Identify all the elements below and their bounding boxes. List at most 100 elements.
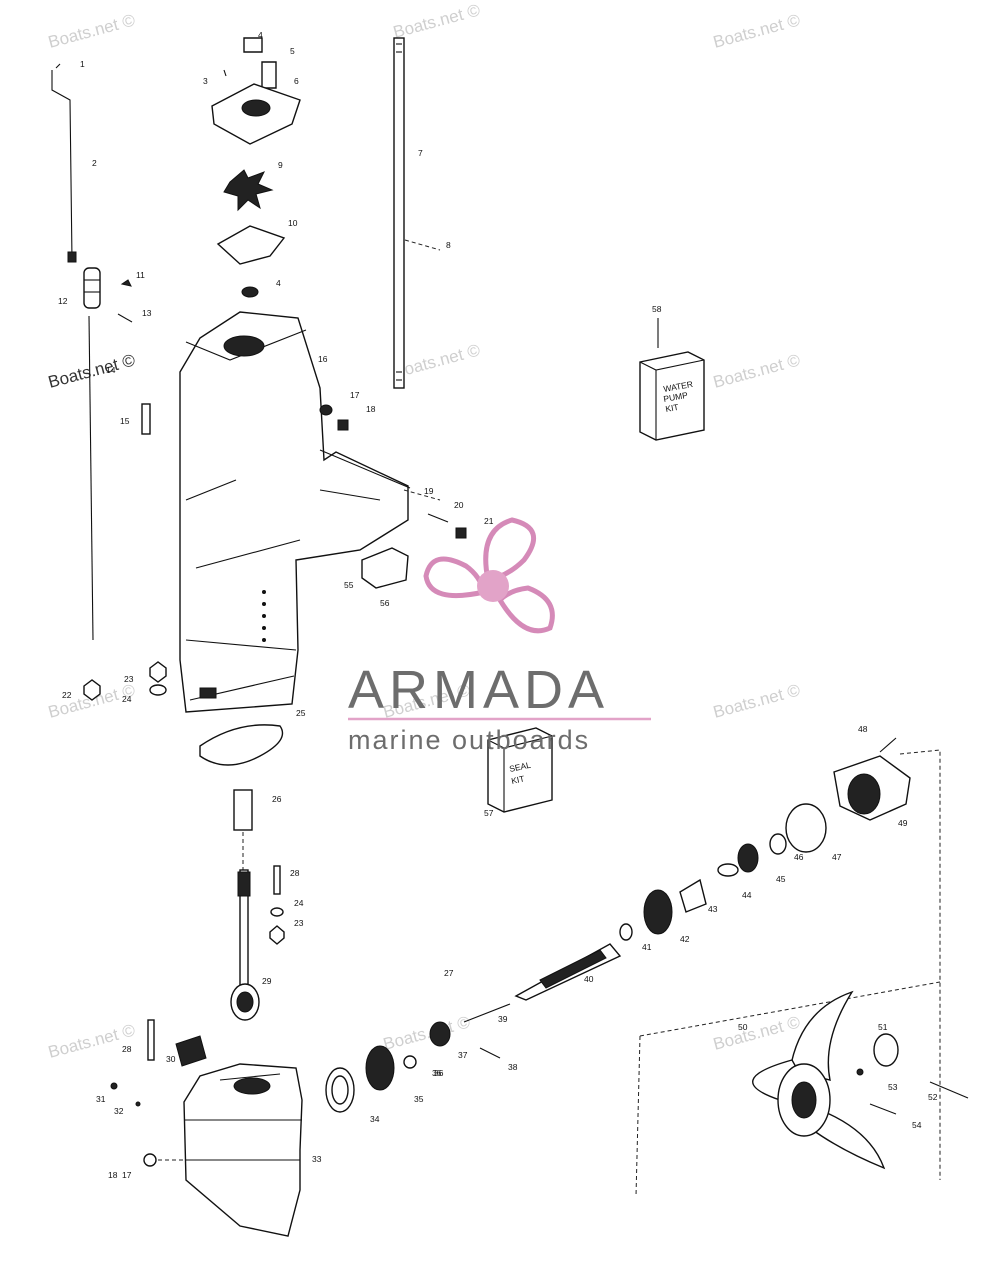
callout: 10 (288, 218, 298, 228)
callout: 23 (294, 918, 304, 928)
callout: 30 (166, 1054, 176, 1064)
callout: 49 (898, 818, 908, 828)
shift-coupler (83, 267, 133, 323)
callout: 56 (380, 598, 390, 608)
callout: 38 (508, 1062, 518, 1072)
callout: 18 (108, 1170, 118, 1180)
watermark: Boats.net © (711, 10, 802, 52)
callout: 43 (708, 904, 718, 914)
callout: 28 (122, 1044, 132, 1054)
callout: 57 (484, 808, 494, 818)
drive-shaft (230, 789, 285, 1021)
callout: 22 (62, 690, 72, 700)
callout: 24 (294, 898, 304, 908)
water-pump-stack (211, 37, 301, 298)
callout: 2 (92, 158, 97, 168)
callout: 23 (124, 674, 134, 684)
callout: 46 (794, 852, 804, 862)
callout: 40 (584, 974, 594, 984)
callout: 16 (318, 354, 328, 364)
callout: 4 (258, 30, 263, 40)
callout: 53 (888, 1082, 898, 1092)
watermark: Boats.net © (46, 1020, 137, 1062)
driveshaft-long (393, 37, 441, 389)
callout: 35 (414, 1094, 424, 1104)
watermark: Boats.net © (381, 1012, 472, 1054)
callout: 15 (120, 416, 130, 426)
callout: 24 (122, 694, 132, 704)
callout: 26 (272, 794, 282, 804)
callout: 47 (832, 852, 842, 862)
watermark: Boats.net © (391, 0, 482, 42)
callout: 36 (432, 1068, 442, 1078)
brand-name: ARMADA (348, 660, 609, 720)
propeller (635, 981, 969, 1197)
callout: 8 (446, 240, 451, 250)
callout: 54 (912, 1120, 922, 1130)
watermark: Boats.net © (711, 350, 802, 392)
callout: 1 (80, 59, 85, 69)
callout: 34 (370, 1114, 380, 1124)
callout: 12 (58, 296, 68, 306)
callout: 5 (290, 46, 295, 56)
callout: 29 (262, 976, 272, 986)
callout: 17 (350, 390, 360, 400)
kit-label-line: KIT (665, 402, 680, 414)
callout: 20 (454, 500, 464, 510)
gear-train (325, 803, 827, 1113)
callout: 4 (276, 278, 281, 288)
callout: 17 (122, 1170, 132, 1180)
callout: 25 (296, 708, 306, 718)
shift-rod (51, 63, 77, 263)
callout: 37 (458, 1050, 468, 1060)
gearcase (110, 1019, 303, 1237)
watermark: Boats.net © (46, 10, 137, 52)
bearing-carrier (833, 737, 911, 821)
callout: 44 (742, 890, 752, 900)
callouts: 1 2 3 4 5 6 7 8 9 10 11 12 13 14 15 16 1… (58, 30, 938, 1180)
callout: 55 (344, 580, 354, 590)
callout: 11 (136, 270, 145, 280)
trim-tab (361, 547, 409, 589)
watermark: Boats.net © (711, 1012, 802, 1054)
callout: 50 (738, 1022, 748, 1032)
callout: 21 (484, 516, 494, 526)
water-pump-kit-box: WATER PUMP KIT (639, 351, 705, 441)
callout: 33 (312, 1154, 322, 1164)
kit-label-line: PUMP (663, 390, 689, 404)
brand-tagline: marine outboards (348, 725, 590, 755)
callout: 48 (858, 724, 868, 734)
watermark: Boats.net © (711, 680, 802, 722)
callout: 45 (776, 874, 786, 884)
callout: 39 (498, 1014, 508, 1024)
callout: 52 (928, 1092, 938, 1102)
watermark: Boats.net © (46, 350, 137, 392)
kit-label-line: KIT (510, 773, 525, 786)
callout: 58 (652, 304, 662, 314)
callout: 51 (878, 1022, 888, 1032)
seal-kit-box: SEAL KIT (487, 727, 553, 813)
drive-shaft-housing (141, 311, 467, 713)
callout: 41 (642, 942, 652, 952)
callout: 28 (290, 868, 300, 878)
nut-set-upper (83, 661, 167, 701)
callout: 3 (203, 76, 208, 86)
callout: 32 (114, 1106, 124, 1116)
callout: 14 (106, 365, 116, 375)
callout: 13 (142, 308, 152, 318)
callout: 18 (366, 404, 376, 414)
lower-shift-rod (88, 315, 94, 641)
watermark: Boats.net © (391, 340, 482, 382)
callout: 31 (96, 1094, 106, 1104)
kit-label-line: SEAL (508, 760, 532, 774)
brand-logo: ARMADA marine outboards (348, 517, 651, 755)
callout: 7 (418, 148, 423, 158)
callout: 36 (434, 1068, 444, 1078)
callout: 9 (278, 160, 283, 170)
callout: 19 (424, 486, 434, 496)
callout: 42 (680, 934, 690, 944)
gasket (199, 724, 284, 766)
propeller-logo-icon (423, 517, 555, 634)
